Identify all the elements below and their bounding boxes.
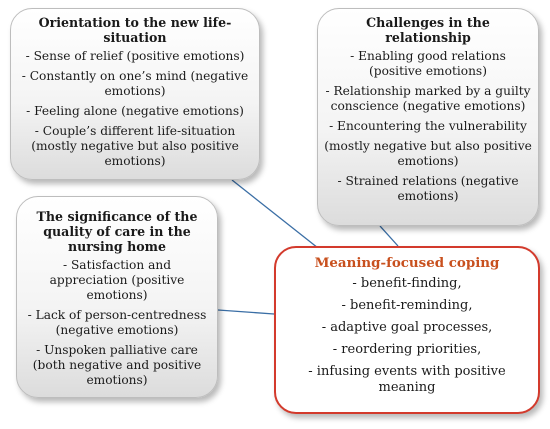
care-quality-item: - Lack of person-centredness (negative e… xyxy=(27,308,207,337)
challenges-title: Challenges in the relationship xyxy=(366,15,490,45)
connector-orientation-to-coping xyxy=(231,179,319,249)
care-quality-item: - Satisfaction and appreciation (positiv… xyxy=(49,258,185,302)
coping-item: - benefit-finding, xyxy=(352,276,462,291)
connector-challenges-to-coping xyxy=(379,225,399,247)
meaning-focused-coping-box: Meaning-focused coping - benefit-finding… xyxy=(274,246,540,414)
challenges-item: - Relationship marked by a guilty consci… xyxy=(325,84,531,113)
challenges-item: - Enabling good relations (positive emot… xyxy=(350,49,506,78)
challenges-item: - Encountering the vulnerability xyxy=(329,119,527,133)
coping-item: - infusing events with positive meaning xyxy=(308,364,506,395)
coping-item: - benefit-reminding, xyxy=(341,298,473,313)
connector-care-to-coping xyxy=(217,309,275,315)
challenges-item: (mostly negative but also positive emoti… xyxy=(324,139,532,168)
coping-item: - adaptive goal processes, xyxy=(321,320,493,335)
coping-item: - reordering priorities, xyxy=(332,342,482,357)
orientation-box: Orientation to the new life-situation - … xyxy=(10,8,260,180)
care-quality-box: The significance of the quality of care … xyxy=(16,196,218,398)
orientation-title: Orientation to the new life-situation xyxy=(38,15,232,45)
orientation-item: - Feeling alone (negative emotions) xyxy=(26,104,244,118)
challenges-box: Challenges in the relationship - Enablin… xyxy=(317,8,539,226)
orientation-item: - Constantly on one’s mind (negative emo… xyxy=(21,69,249,98)
care-quality-title: The significance of the quality of care … xyxy=(36,209,198,254)
challenges-item: - Strained relations (negative emotions) xyxy=(337,174,519,203)
orientation-item: - Sense of relief (positive emotions) xyxy=(25,49,245,63)
care-quality-item: - Unspoken palliative care (both negativ… xyxy=(32,343,202,387)
orientation-item: - Couple’s different life-situation (mos… xyxy=(31,124,239,168)
coping-title: Meaning-focused coping xyxy=(314,255,500,271)
